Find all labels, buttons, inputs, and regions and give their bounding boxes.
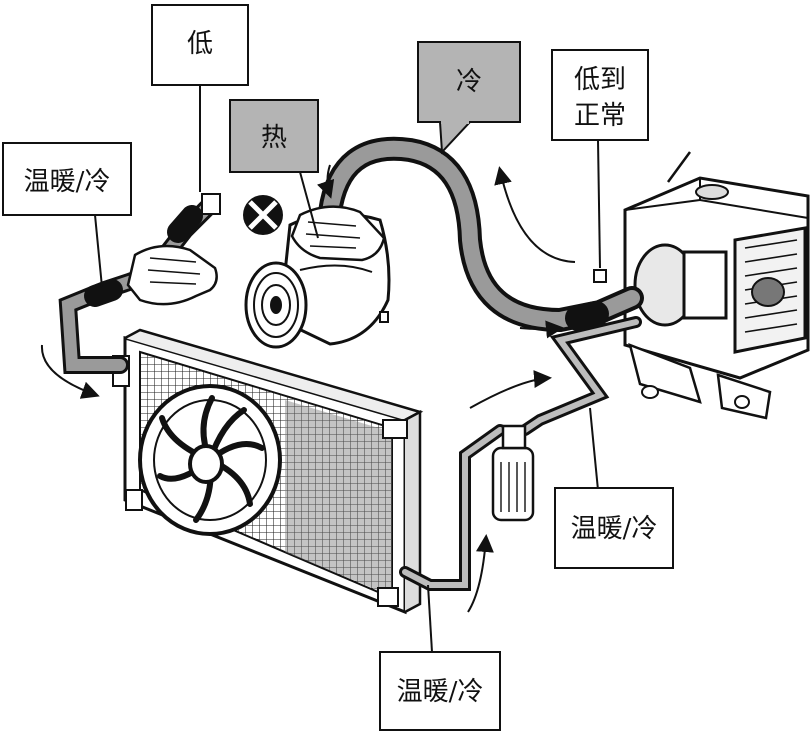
callout-warm-cold-right: 温暖/冷 [554,407,674,569]
callout-hot: 热 [229,99,319,239]
gauge-port-low [201,193,221,215]
callout-cold: 冷 [417,41,521,155]
refrigerant-hoses [58,136,644,591]
gauge-port-evaporator [593,269,607,283]
label-warm-cold-left: 温暖/冷 [24,167,111,197]
label-low: 低 [187,29,213,59]
label-warm-cold-right: 温暖/冷 [571,514,658,544]
callout-low-to-normal: 低到 正常 [551,49,649,269]
fan-icon [138,384,282,536]
callout-low: 低 [151,4,249,192]
label-hot: 热 [261,123,287,153]
hand-icon [126,205,386,306]
flow-arrow-icon [40,164,576,613]
label-warm-cold-bottom: 温暖/冷 [397,677,484,707]
evaporator-box [623,151,810,420]
label-low-to-normal-line1: 低到 [574,65,626,95]
label-low-to-normal-line2: 正常 [574,101,626,131]
receiver-drier [491,424,535,522]
blocked-valve-icon [243,195,283,235]
label-cold: 冷 [456,67,482,97]
callout-warm-cold-left: 温暖/冷 [2,142,132,288]
callout-warm-cold-bottom: 温暖/冷 [379,584,501,731]
